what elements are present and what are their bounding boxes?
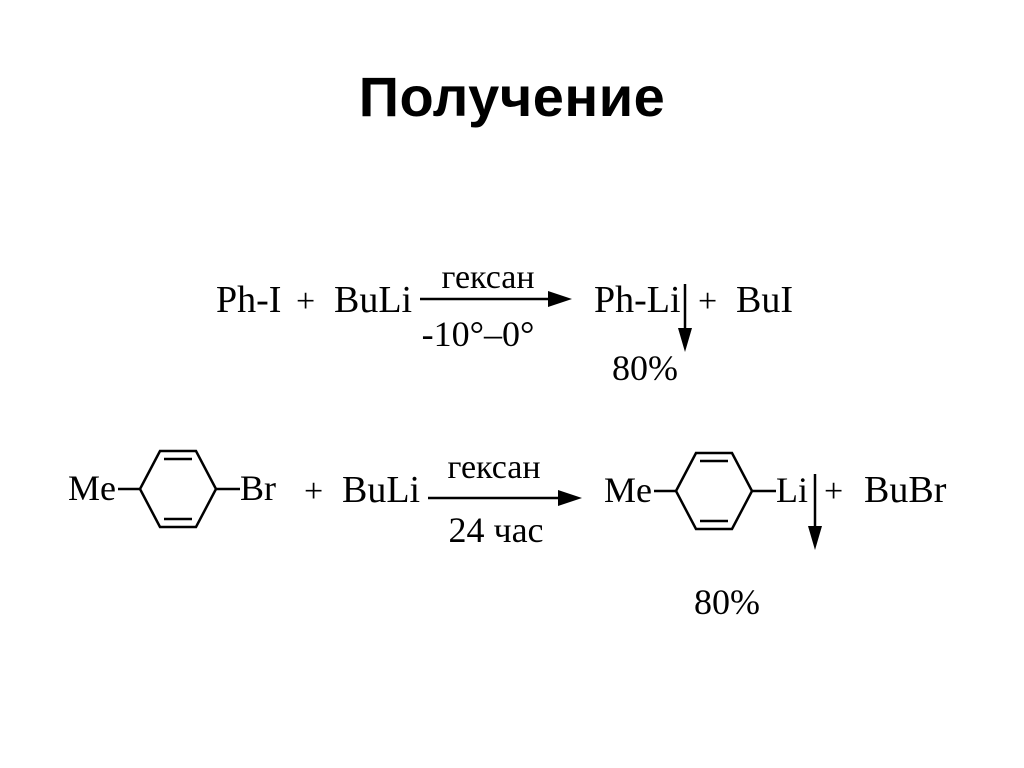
r1-product-butyl-iodide: BuI: [736, 279, 793, 321]
r1-plus-2: +: [698, 283, 717, 320]
r1-reactant-phenyl-iodide: Ph-I: [216, 279, 281, 321]
r2-reactant-bromine: Br: [240, 468, 276, 508]
r1-yield: 80%: [612, 348, 678, 388]
r1-reaction-arrow-icon: [420, 291, 572, 307]
r2-yield: 80%: [694, 582, 760, 622]
r2-product-methyl: Me: [604, 470, 652, 510]
r2-reaction-arrow-icon: [428, 490, 582, 506]
r2-product-butyl-bromide: BuBr: [864, 469, 947, 511]
r2-precipitate-down-arrow-icon: [808, 474, 822, 550]
r1-plus-1: +: [296, 283, 315, 320]
r2-condition-solvent: гексан: [447, 449, 540, 486]
r2-reactant-methyl: Me: [68, 468, 116, 508]
r1-condition-solvent: гексан: [441, 259, 534, 296]
reaction-2: Me Br + BuLi гексан 24 час Me: [68, 449, 947, 622]
r2-product-benzene-ring-icon: [674, 451, 754, 531]
r2-product-lithium: Li: [776, 470, 808, 510]
r2-reactant-butyllithium: BuLi: [342, 469, 420, 511]
reaction-1: Ph-I + BuLi гексан -10°–0° Ph-Li + BuI 8…: [216, 259, 793, 388]
r1-condition-temperature: -10°–0°: [422, 314, 535, 354]
r2-condition-time: 24 час: [448, 510, 543, 550]
r1-reactant-butyllithium: BuLi: [334, 279, 412, 321]
r2-reactant-benzene-ring-icon: [138, 449, 218, 529]
r2-plus-2: +: [824, 473, 843, 510]
r2-plus-1: +: [304, 473, 323, 510]
r1-precipitate-down-arrow-icon: [678, 284, 692, 352]
slide-title: Получение: [358, 65, 666, 128]
r1-product-phenyllithium: Ph-Li: [594, 279, 681, 321]
